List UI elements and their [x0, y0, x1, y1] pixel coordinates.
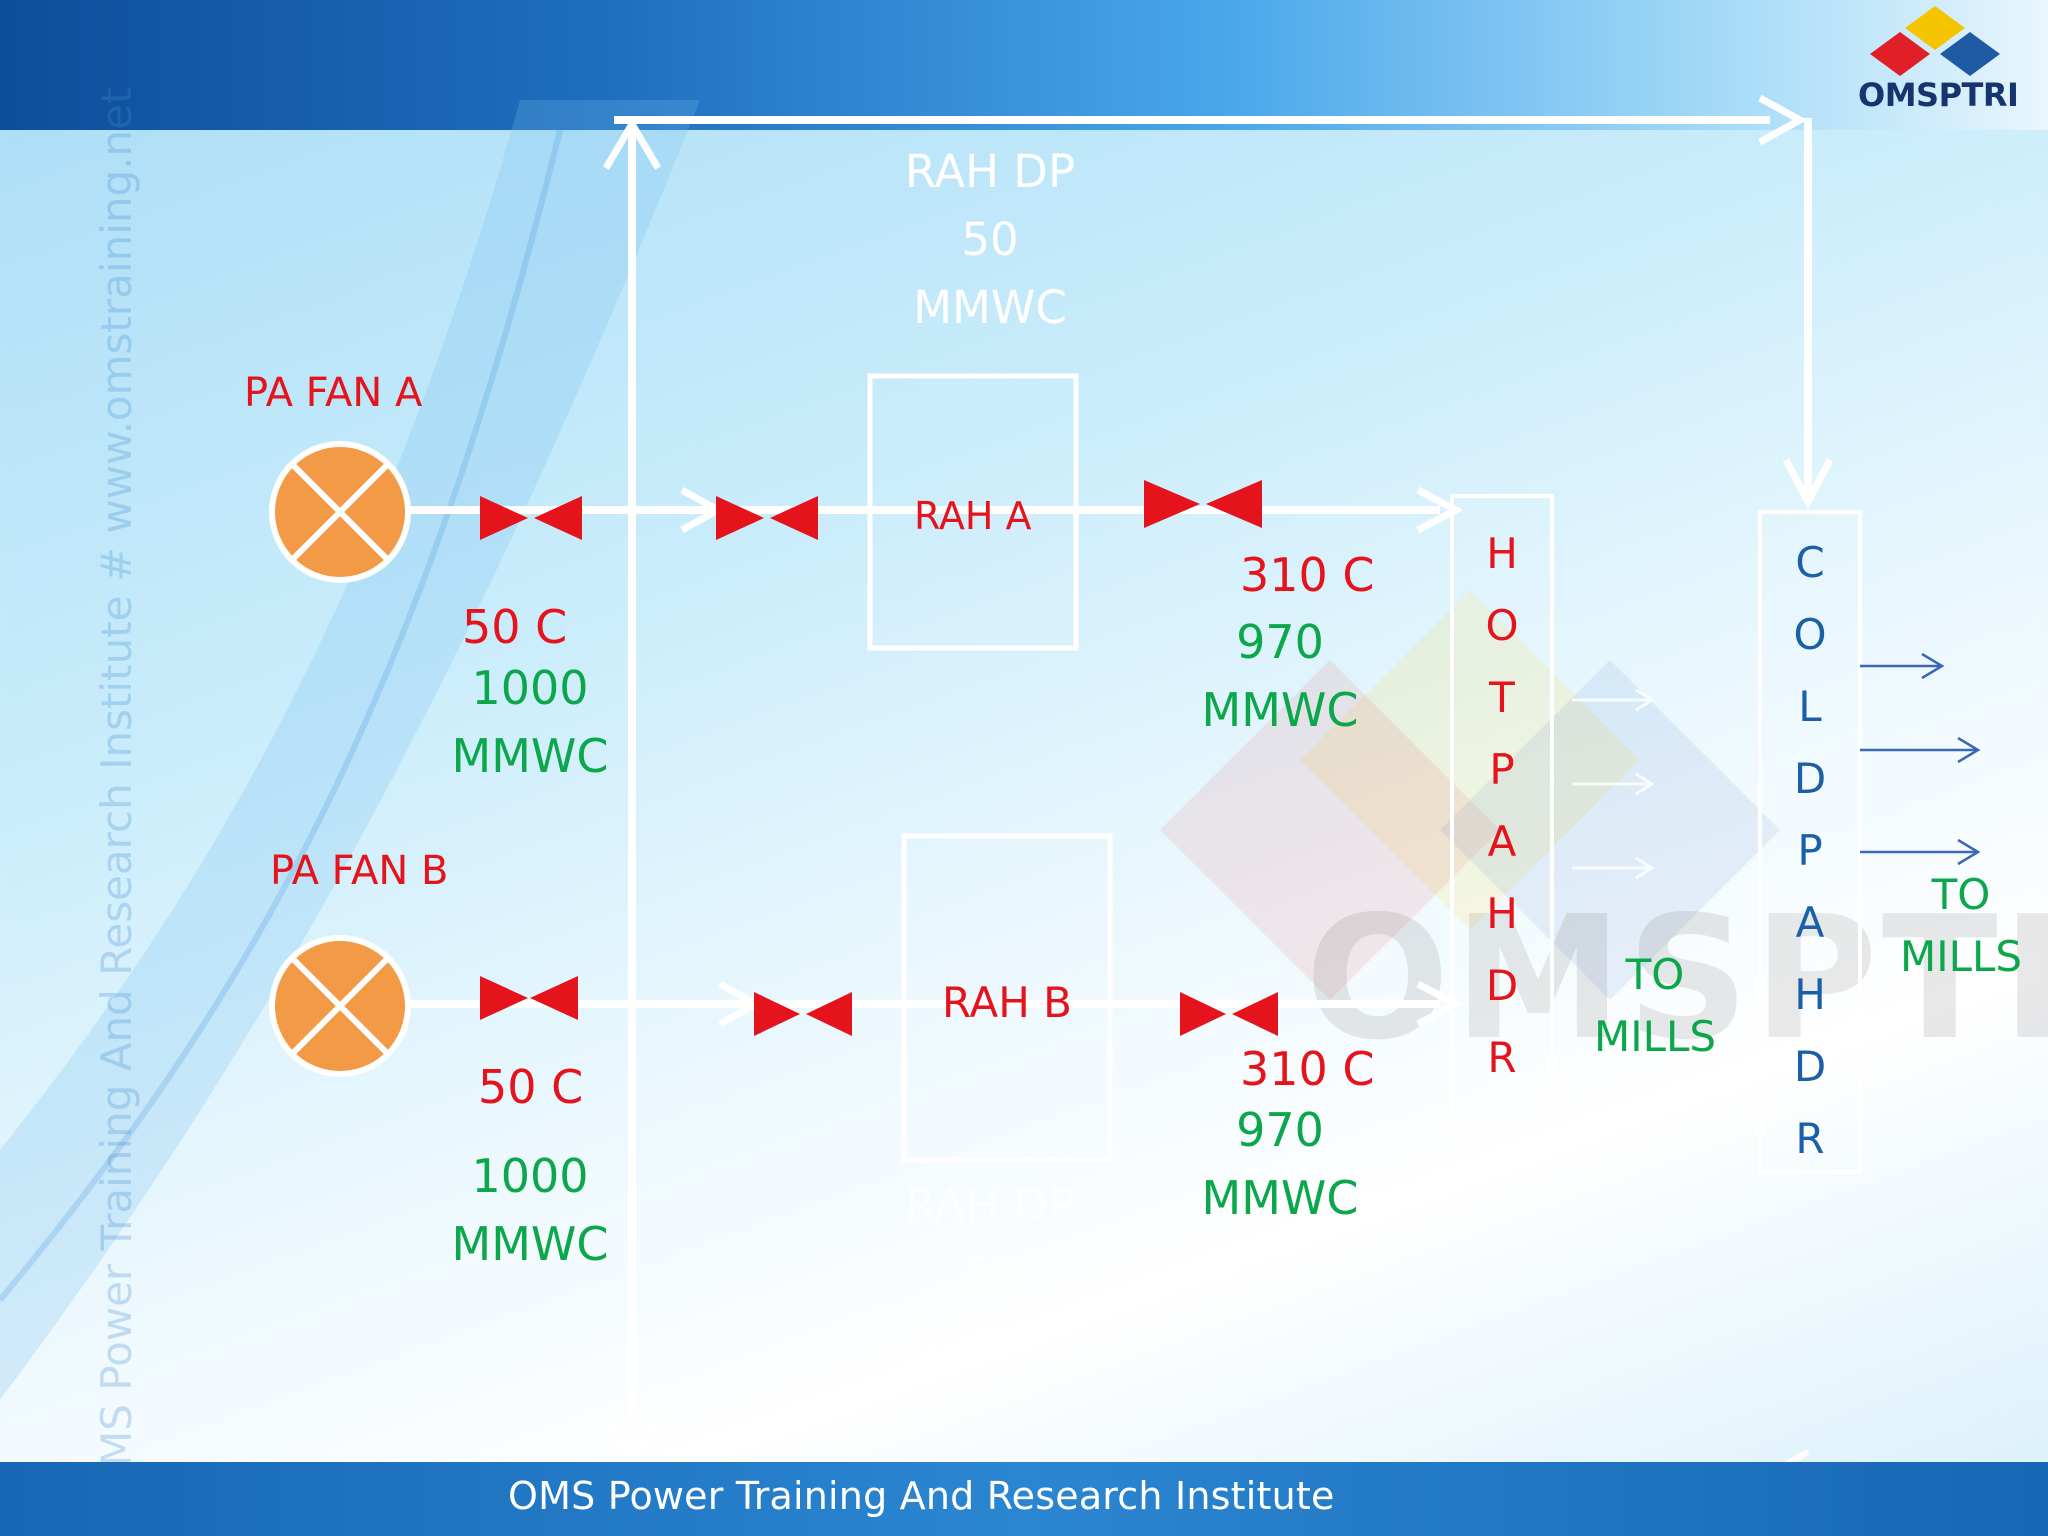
pa-fan-b-label: PA FAN B: [270, 848, 449, 894]
background-logo-watermark: OMSPTRI: [1305, 880, 2048, 1078]
logo-text: OMSPTRI: [1858, 76, 2019, 114]
fan-a-outlet-valve-icon: [480, 496, 582, 540]
hot-hdr-a-arrow-icon: [1416, 486, 1464, 534]
pa-fan-b-icon: [269, 935, 411, 1077]
footer-band: [0, 1462, 2048, 1536]
bypass-arrow-icon: [1758, 94, 1808, 146]
hot-pa-header-box: [1450, 494, 1554, 1126]
rah-dp-top-label: RAH DP 50 MMWC: [904, 145, 1076, 334]
trunk-down-arrow-icon: [603, 1418, 661, 1467]
rah-a-outlet-pressure: 970 MMWC: [1201, 615, 1359, 737]
fan-a-temp: 50 C: [462, 600, 568, 654]
cold-pa-header-box: [1758, 510, 1862, 1174]
cold-hdr-down-arrow-icon: [1782, 458, 1834, 510]
rah-a-outlet-valve-icon: [1144, 480, 1262, 528]
pa-fan-a-icon: [269, 441, 411, 583]
rah-b-outlet-valve-icon: [1180, 992, 1278, 1036]
rah-b-outlet-temp: 310 C: [1240, 1042, 1375, 1096]
fan-b-pressure: 1000 MMWC: [451, 1149, 609, 1271]
fan-b-temp: 50 C: [478, 1060, 584, 1114]
rah-b-label: RAH B: [942, 978, 1072, 1027]
cold-hdr-to-mills-label: TO MILLS: [1899, 870, 2023, 981]
cold-pa-header-label: C O L D P A H D R: [1793, 538, 1827, 1163]
fan-b-outlet-valve-icon: [480, 976, 578, 1020]
rah-a-box: [867, 373, 1079, 651]
rah-a-label: RAH A: [914, 494, 1032, 538]
rah-b-inlet-valve-icon: [754, 992, 852, 1036]
hot-pa-header-label: H O T P A H D R: [1485, 529, 1519, 1082]
hot-hdr-to-mills-label: TO MILLS: [1593, 950, 1717, 1061]
footer-institute-name: OMS Power Training And Research Institut…: [508, 1474, 1335, 1518]
rah-b-outlet-pressure: 970 MMWC: [1201, 1103, 1359, 1225]
rah-dp-bottom-label: RAH DP 50 MMWC: [904, 1179, 1076, 1368]
pa-fan-a-label: PA FAN A: [244, 370, 423, 416]
rah-b-box: [901, 833, 1113, 1163]
rah-a-outlet-temp: 310 C: [1240, 548, 1375, 602]
omsptri-logo-icon: [1870, 6, 2000, 76]
rah-a-inlet-valve-icon: [716, 496, 818, 540]
header-band: [0, 0, 2048, 130]
hot-hdr-b-arrow-icon: [1416, 980, 1464, 1028]
fan-a-pressure: 1000 MMWC: [451, 661, 609, 783]
